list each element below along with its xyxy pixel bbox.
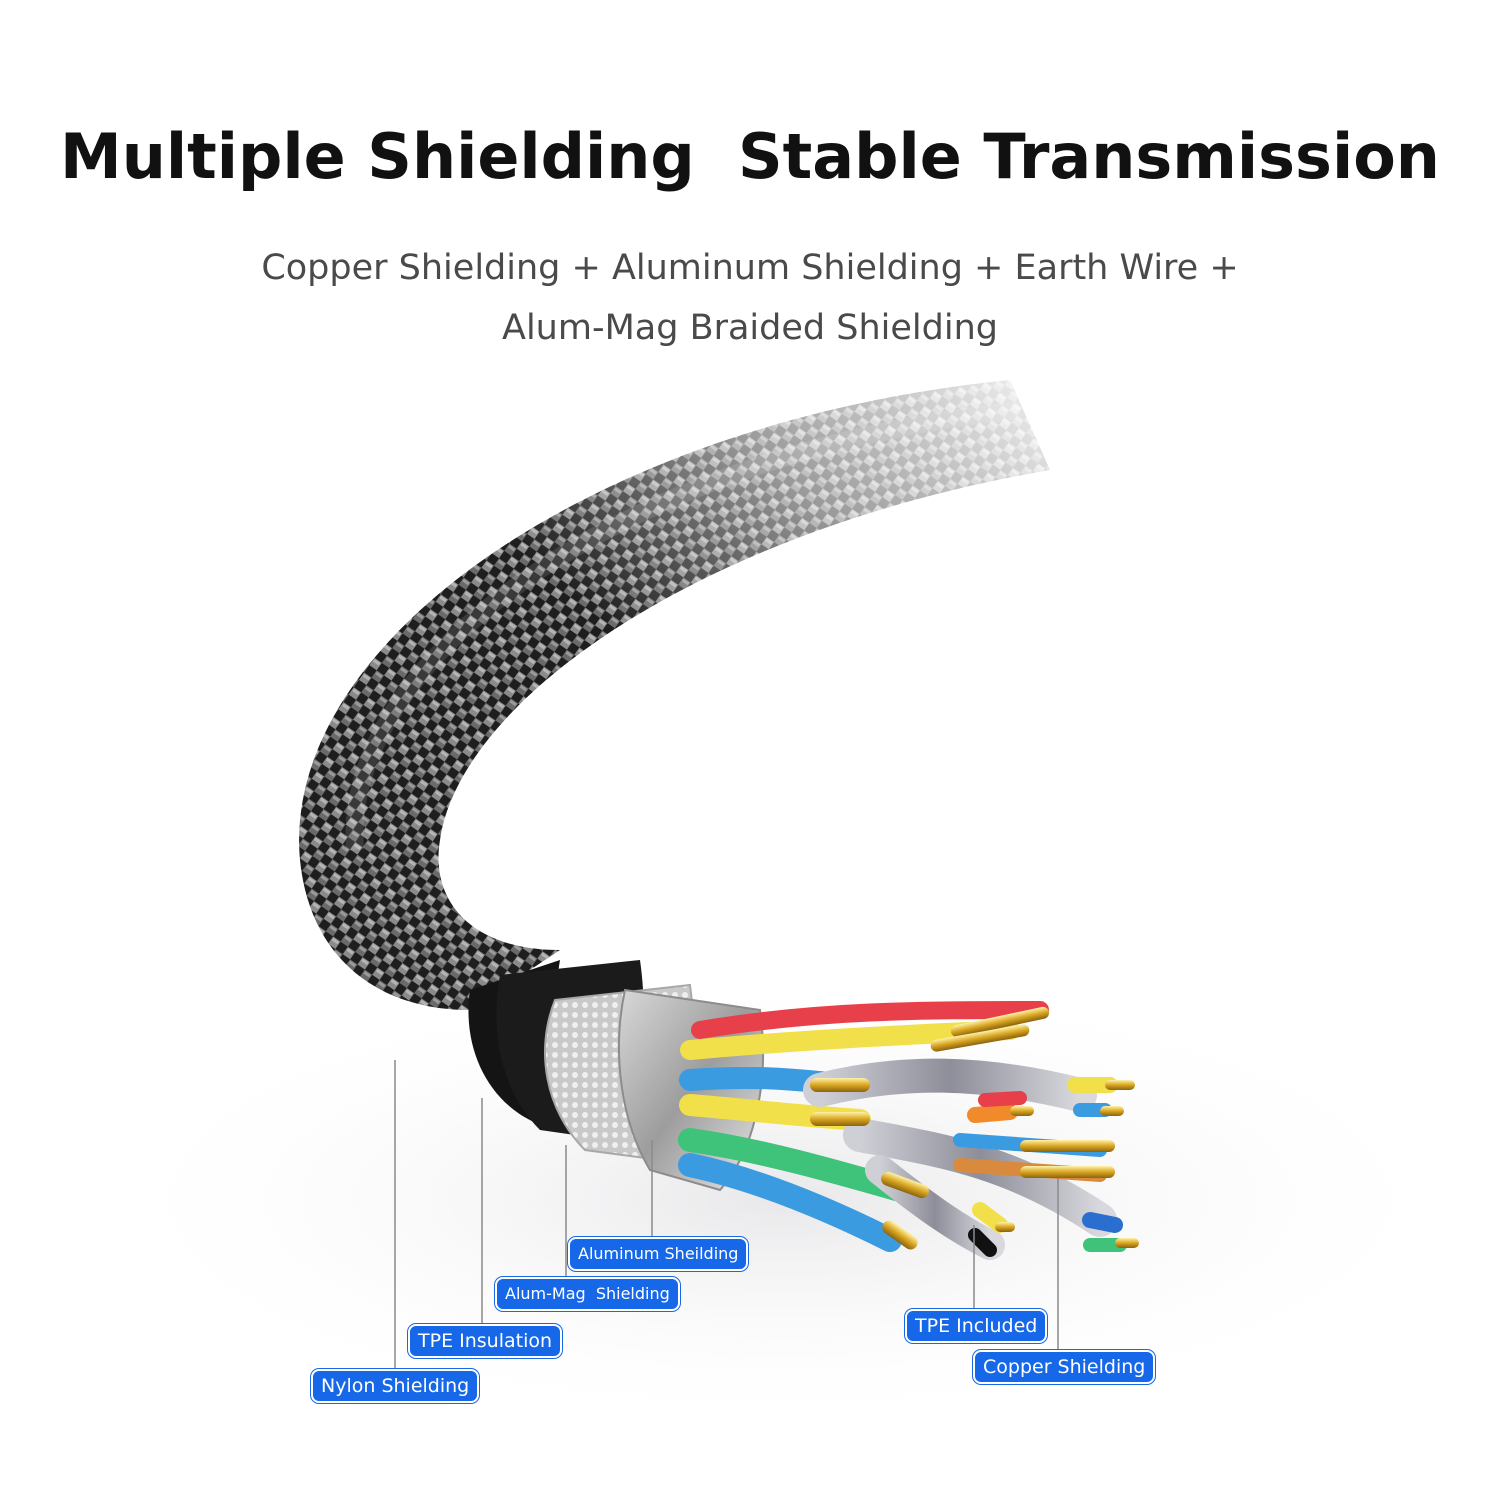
subtitle-line-2: Alum-Mag Braided Shielding (502, 308, 998, 348)
callout-aluminum-shielding: Aluminum Sheilding (568, 1237, 749, 1271)
callout-nylon-shielding: Nylon Shielding (311, 1369, 480, 1403)
subtitle-line-1: Copper Shielding + Aluminum Shielding + … (261, 248, 1239, 288)
callout-tpe-insulation: TPE Insulation (408, 1324, 563, 1358)
callout-tpe-included: TPE Included (905, 1309, 1048, 1343)
gold-contacts (810, 1006, 1139, 1250)
callout-leaders (394, 1060, 1059, 1372)
callout-alum-mag-shielding: Alum-Mag Shielding (495, 1277, 680, 1311)
page-title: Multiple Shielding Stable Transmission (60, 120, 1440, 193)
callout-copper-shielding: Copper Shielding (973, 1350, 1156, 1384)
braid-fade (279, 360, 1080, 860)
